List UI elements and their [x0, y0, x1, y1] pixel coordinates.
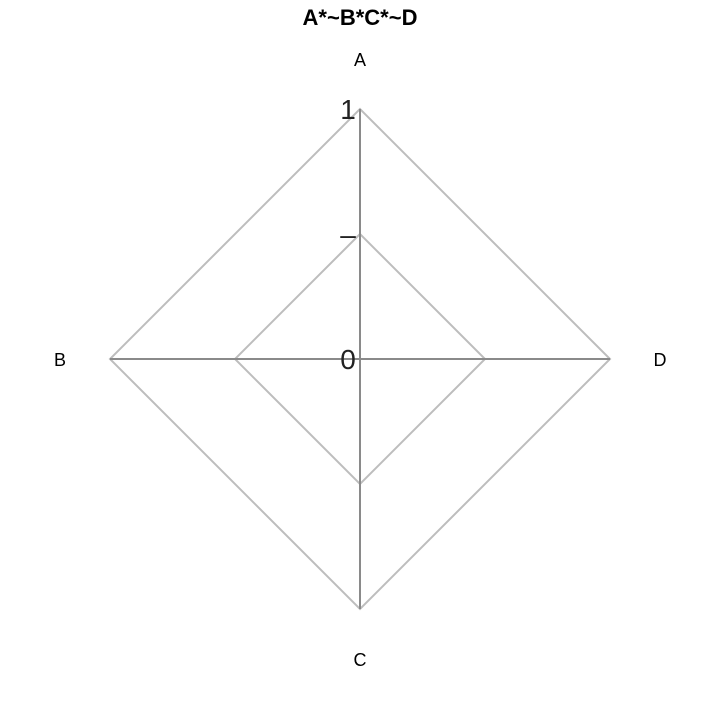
tick-layer: 0 – 1	[340, 94, 356, 375]
axis-label-D: D	[654, 350, 667, 370]
tick-label-1: –	[340, 219, 356, 250]
axis-label-B: B	[54, 350, 66, 370]
spoke-layer	[110, 109, 610, 609]
axis-label-layer: A B C D	[54, 50, 667, 670]
tick-label-2: 1	[340, 94, 356, 125]
chart-title: A*~B*C*~D	[303, 5, 418, 30]
axis-label-A: A	[354, 50, 366, 70]
axis-label-C: C	[354, 650, 367, 670]
tick-label-0: 0	[340, 344, 356, 375]
